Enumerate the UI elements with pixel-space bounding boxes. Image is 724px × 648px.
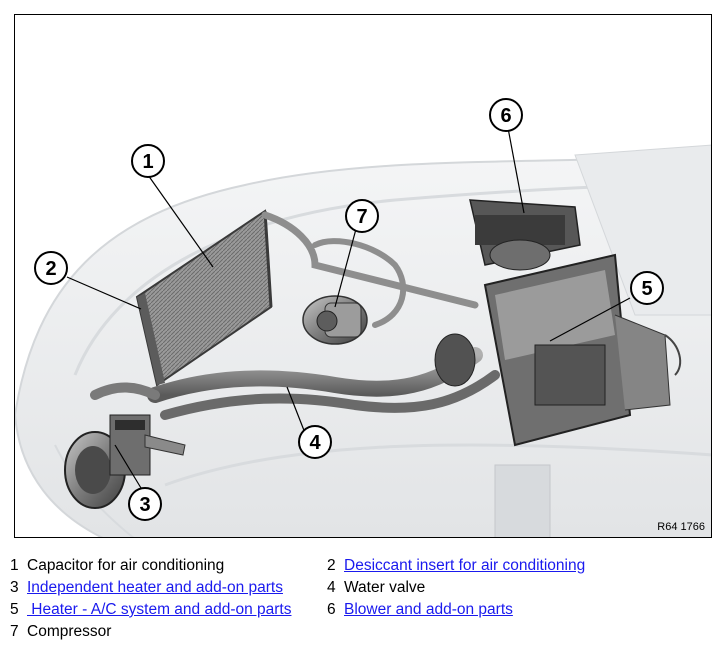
- legend-link-desiccant-insert[interactable]: Desiccant insert for air conditioning: [344, 557, 586, 574]
- diagram-figure: 1 2 3 4 5 6 7 R64 1766: [14, 14, 712, 538]
- legend-item-6: 6 Blower and add-on parts: [327, 601, 513, 619]
- callout-1-label: 1: [142, 151, 153, 173]
- callout-3: 3: [128, 487, 162, 521]
- callout-4: 4: [298, 425, 332, 459]
- legend-number: 4: [327, 579, 336, 596]
- callout-3-label: 3: [139, 494, 150, 516]
- callout-1: 1: [131, 144, 165, 178]
- legend-label: Water valve: [344, 579, 426, 596]
- legend-number: 5: [10, 601, 19, 618]
- legend-row: 3 Independent heater and add-on parts 4 Wa…: [10, 579, 710, 601]
- callout-2: 2: [34, 251, 68, 285]
- legend-item-5: 5 Heater - A/C system and add-on parts: [10, 601, 291, 619]
- legend-link-blower[interactable]: Blower and add-on parts: [344, 601, 513, 618]
- legend-link-independent-heater[interactable]: Independent heater and add-on parts: [27, 579, 283, 596]
- legend-item-2: 2 Desiccant insert for air conditioning: [327, 557, 585, 575]
- legend-number: 2: [327, 557, 336, 574]
- legend-number: 1: [10, 557, 19, 574]
- legend-link-heater-ac-system[interactable]: Heater - A/C system and add-on parts: [27, 601, 292, 618]
- callout-6-label: 6: [500, 105, 511, 127]
- callout-2-label: 2: [45, 258, 56, 280]
- car-hvac-illustration: 1 2 3 4 5 6 7: [15, 98, 711, 537]
- refrigerant-lines: [90, 211, 500, 420]
- legend-item-3: 3 Independent heater and add-on parts: [10, 579, 283, 597]
- callout-7-label: 7: [356, 206, 367, 228]
- callout-5-label: 5: [641, 278, 652, 300]
- legend-item-7: 7 Compressor: [10, 623, 111, 641]
- legend-row: 5 Heater - A/C system and add-on parts 6…: [10, 601, 710, 623]
- legend-number: 3: [10, 579, 19, 596]
- legend-number: 7: [10, 623, 19, 640]
- legend-label: Capacitor for air conditioning: [27, 557, 225, 574]
- heater-ac-housing-component: [434, 253, 682, 447]
- legend-row: 7 Compressor: [10, 623, 710, 645]
- callout-4-label: 4: [309, 432, 321, 454]
- legend-number: 6: [327, 601, 336, 618]
- reference-code: R64 1766: [657, 521, 705, 533]
- parts-legend: 1 Capacitor for air conditioning 2 Desicca…: [10, 557, 710, 645]
- legend-label: Compressor: [27, 623, 112, 640]
- legend-row: 1 Capacitor for air conditioning 2 Desicca…: [10, 557, 710, 579]
- callout-6: 6: [489, 98, 523, 132]
- legend-item-1: 1 Capacitor for air conditioning: [10, 557, 224, 575]
- legend-item-4: 4 Water valve: [327, 579, 425, 597]
- leader-lines: [66, 127, 631, 494]
- compressor-component: [302, 295, 368, 345]
- independent-heater-component: [64, 414, 186, 509]
- condenser-component: [135, 209, 273, 387]
- callout-7: 7: [345, 199, 379, 233]
- callout-5: 5: [630, 271, 664, 305]
- blower-component: [469, 199, 581, 271]
